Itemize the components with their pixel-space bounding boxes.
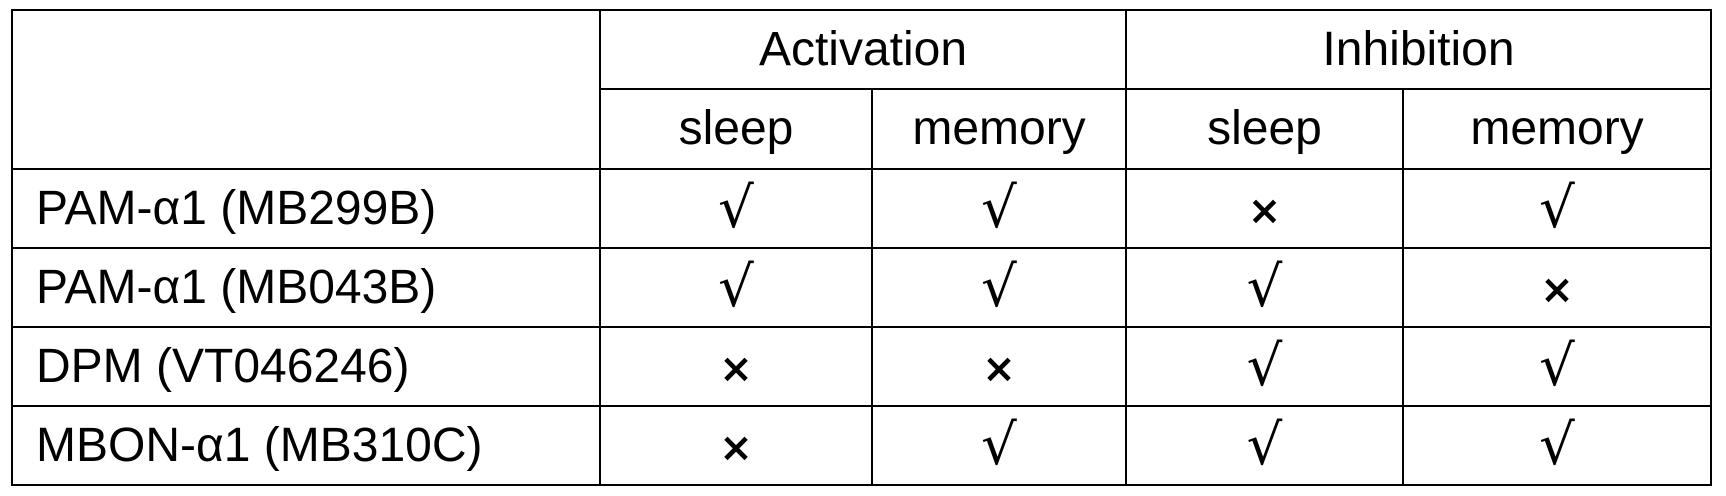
result-cell: √ <box>871 405 1127 486</box>
row-label: PAM-α1 (MB299B) <box>11 168 601 249</box>
result-cell: × <box>1402 247 1712 328</box>
corner-cell <box>11 9 601 170</box>
column-header-inhibition-sleep: sleep <box>1125 88 1404 170</box>
result-mark: √ <box>981 254 1017 320</box>
column-header-activation-sleep: sleep <box>599 88 873 170</box>
result-cell: √ <box>1125 326 1404 407</box>
result-mark: √ <box>1246 254 1283 320</box>
result-cell: √ <box>871 168 1127 249</box>
result-mark: √ <box>1539 412 1575 478</box>
result-mark: × <box>719 345 753 392</box>
result-mark: × <box>1247 187 1282 234</box>
result-mark: √ <box>981 175 1017 241</box>
result-cell: √ <box>1402 168 1712 249</box>
result-cell: × <box>871 326 1127 407</box>
result-cell: × <box>599 405 873 486</box>
table-row: PAM-α1 (MB043B) √ √ √ × <box>11 247 1712 328</box>
result-mark: √ <box>1539 333 1575 399</box>
result-cell: √ <box>1402 405 1712 486</box>
result-mark: √ <box>981 412 1017 478</box>
table-row: PAM-α1 (MB299B) √ √ × √ <box>11 168 1712 249</box>
result-cell: √ <box>871 247 1127 328</box>
result-mark: √ <box>1246 412 1283 478</box>
result-mark: × <box>982 345 1016 392</box>
result-cell: √ <box>1125 405 1404 486</box>
result-mark: √ <box>1539 175 1575 241</box>
result-cell: × <box>599 326 873 407</box>
group-header-inhibition: Inhibition <box>1125 9 1712 90</box>
group-header-row: Activation Inhibition <box>11 9 1712 170</box>
table-row: DPM (VT046246) × × √ √ <box>11 326 1712 407</box>
table-row: MBON-α1 (MB310C) × √ √ √ <box>11 405 1712 486</box>
column-header-activation-memory: memory <box>871 88 1127 170</box>
row-label: DPM (VT046246) <box>11 326 601 407</box>
result-mark: √ <box>718 175 754 241</box>
result-mark: √ <box>718 254 754 320</box>
result-cell: √ <box>599 168 873 249</box>
result-cell: √ <box>1125 247 1404 328</box>
results-table: Activation Inhibition sleep memory sleep… <box>11 9 1712 486</box>
result-mark: × <box>719 424 753 471</box>
row-label: PAM-α1 (MB043B) <box>11 247 601 328</box>
result-mark: × <box>1540 266 1574 313</box>
column-header-inhibition-memory: memory <box>1402 88 1712 170</box>
row-label: MBON-α1 (MB310C) <box>11 405 601 486</box>
result-mark: √ <box>1246 333 1283 399</box>
group-header-activation: Activation <box>599 9 1127 90</box>
sub-header-row: sleep memory sleep memory <box>12 88 1712 170</box>
result-cell: √ <box>1402 326 1712 407</box>
result-cell: √ <box>599 247 873 328</box>
result-cell: × <box>1125 168 1404 249</box>
